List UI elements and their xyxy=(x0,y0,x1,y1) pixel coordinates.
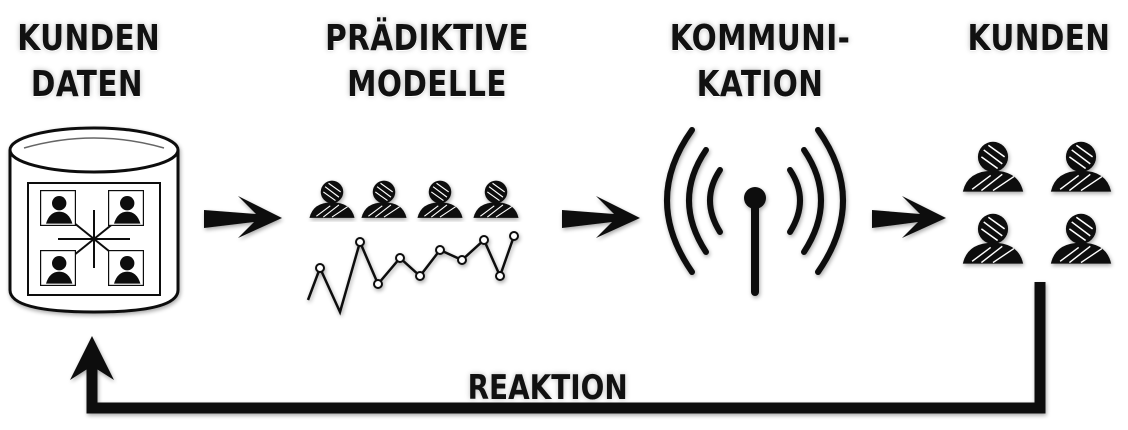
antenna-signal-icon xyxy=(664,127,846,296)
label-modelle: PRÄDIKTIVE MODELLE xyxy=(308,16,546,108)
label-modelle-line-2: MODELLE xyxy=(347,64,507,105)
arrow-right-icon xyxy=(204,196,282,238)
label-kunden-line-1: KUNDEN xyxy=(967,18,1111,59)
label-kommunikation-line-1: KOMMUNI- xyxy=(669,18,851,59)
arrow-right-icon xyxy=(872,196,946,238)
customers-icon xyxy=(962,141,1112,265)
feedback-arrow-icon xyxy=(70,282,1046,414)
label-kundendaten-line-2: DATEN xyxy=(30,64,144,105)
database-icon xyxy=(8,126,180,314)
people-icon xyxy=(308,180,520,219)
label-kommunikation-line-2: KATION xyxy=(696,64,824,105)
label-kunden: KUNDEN xyxy=(966,16,1112,62)
label-kundendaten-line-1: KUNDEN xyxy=(17,18,161,59)
label-modelle-line-1: PRÄDIKTIVE xyxy=(325,18,529,59)
label-kundendaten: KUNDEN DATEN xyxy=(17,16,161,108)
label-reaktion: REAKTION xyxy=(467,368,628,408)
line-chart-icon xyxy=(306,231,519,316)
label-kommunikation: KOMMUNI- KATION xyxy=(653,16,866,108)
arrow-right-icon xyxy=(562,196,640,238)
